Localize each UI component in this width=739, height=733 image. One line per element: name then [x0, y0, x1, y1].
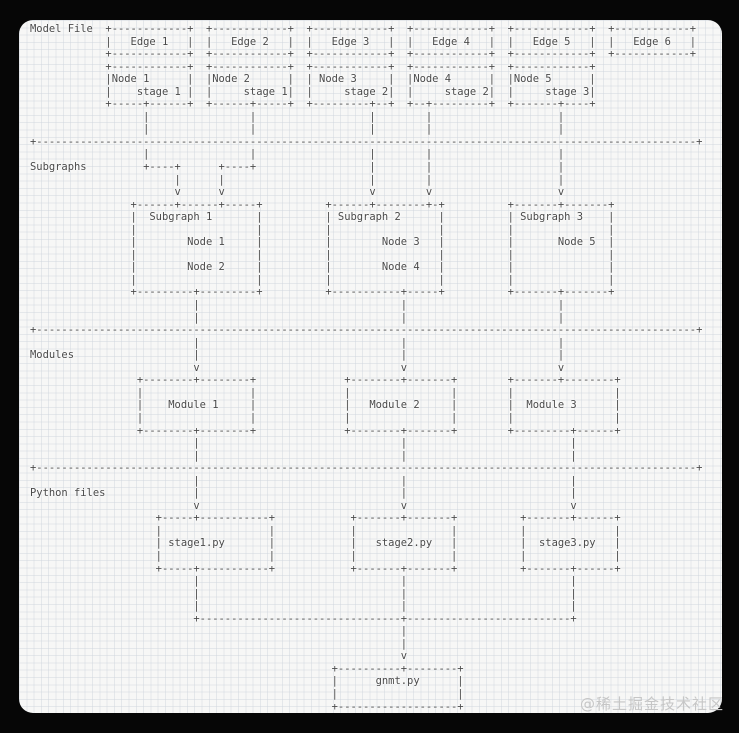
ascii-diagram: Model File +------------+ +------------+…: [30, 23, 703, 713]
diagram-card: Model File +------------+ +------------+…: [19, 20, 722, 713]
watermark: @稀土掘金技术社区: [580, 695, 725, 713]
